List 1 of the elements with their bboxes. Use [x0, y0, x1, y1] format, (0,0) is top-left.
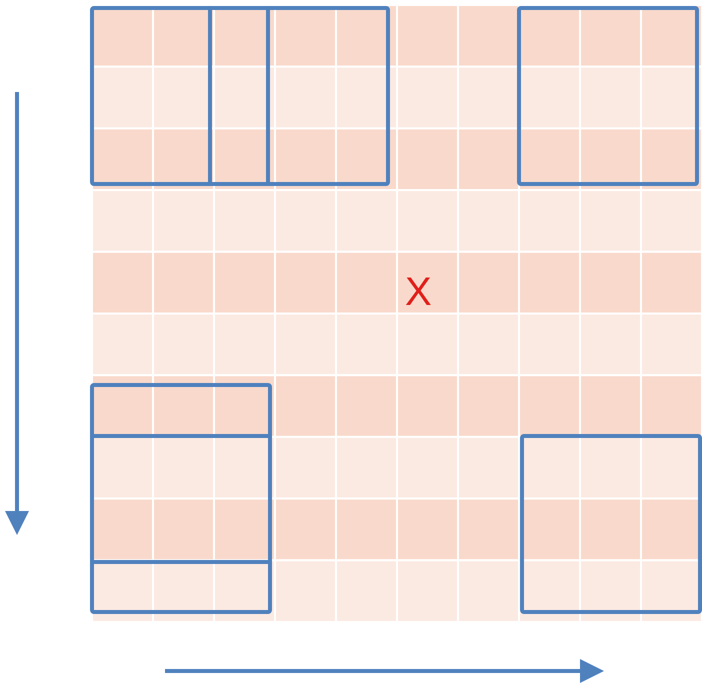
- cell-marker: X: [405, 272, 432, 312]
